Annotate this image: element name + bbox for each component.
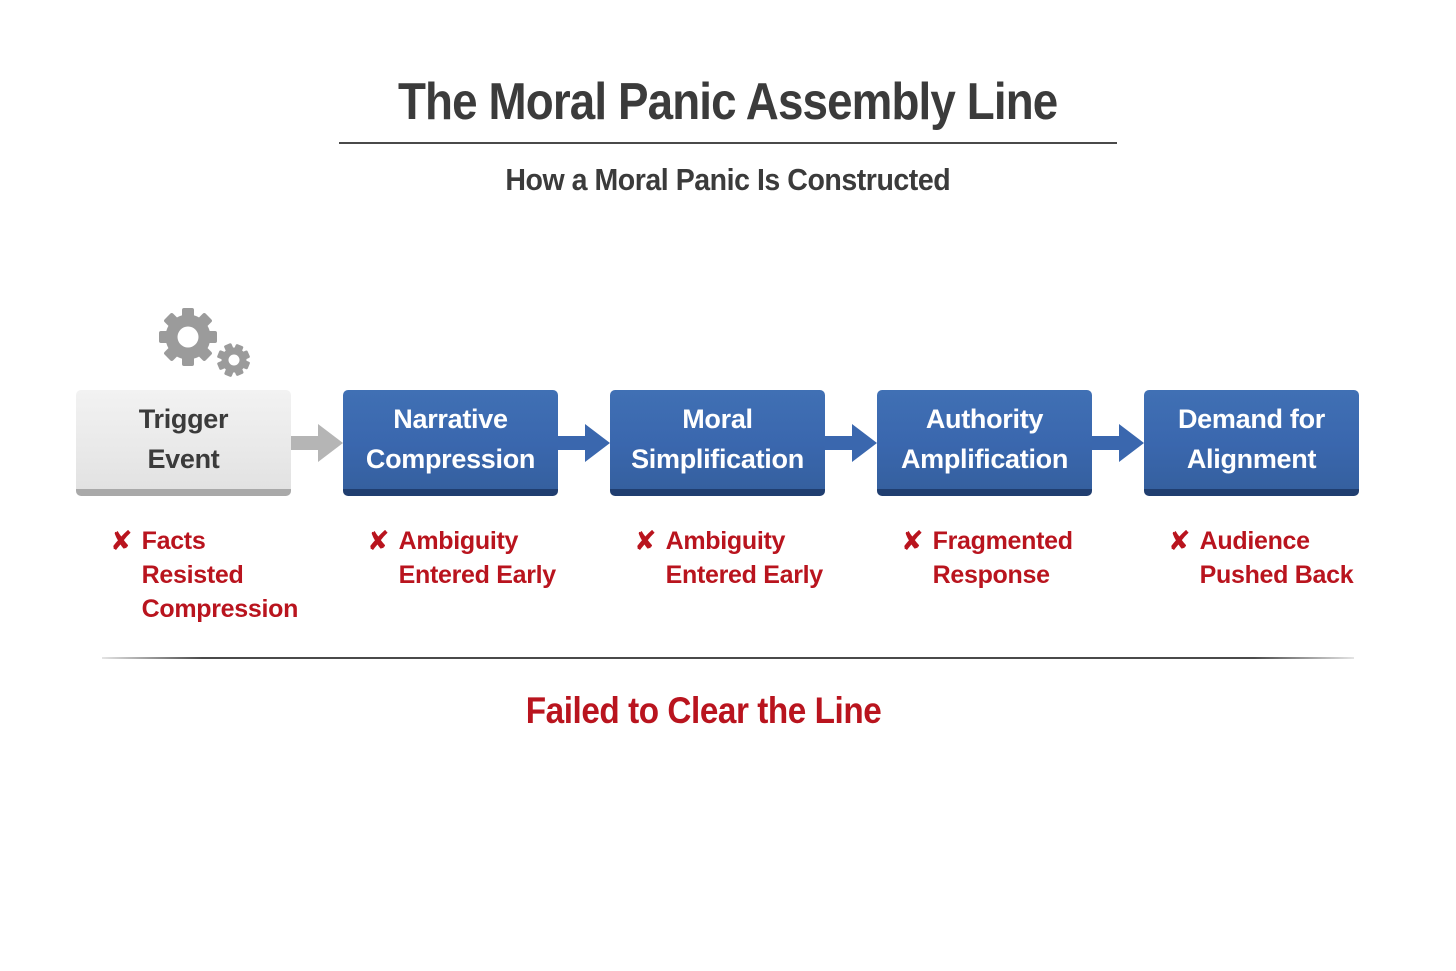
right-arrow-icon — [1092, 421, 1144, 465]
stage-label-line: Simplification — [631, 443, 804, 474]
note-text: Ambiguity Entered Early — [398, 525, 557, 593]
stage-note: ✘ Fragmented Response — [877, 525, 1092, 593]
note-text: Ambiguity Entered Early — [665, 525, 824, 593]
stage-label: Narrative Compression — [365, 400, 536, 478]
stage-label-line: Alignment — [1186, 443, 1317, 474]
note-line: Fragmented — [932, 527, 1073, 555]
note-line: Entered Early — [665, 560, 824, 589]
assembly-line: Trigger Event ✘ Facts Resisted Compressi… — [76, 390, 1361, 626]
stage-note: ✘ Facts Resisted Compression — [76, 525, 298, 626]
stage-box-authority-amplification: Authority Amplification — [877, 390, 1092, 496]
stage-note: ✘ Ambiguity Entered Early — [610, 525, 825, 593]
stage-box-trigger-event: Trigger Event — [76, 390, 291, 496]
diagram-header: The Moral Panic Assembly Line How a Mora… — [0, 72, 1456, 198]
stage-narrative-compression: Narrative Compression ✘ Ambiguity Entere… — [343, 390, 558, 593]
note-line: Ambiguity — [665, 527, 786, 555]
stage-label-line: Authority — [925, 404, 1044, 435]
stage-note: ✘ Ambiguity Entered Early — [343, 525, 558, 593]
right-arrow-icon — [558, 421, 610, 465]
note-text: Fragmented Response — [933, 525, 1073, 593]
note-text: Audience Pushed Back — [1200, 525, 1354, 593]
gear-icon — [148, 300, 260, 384]
stage-label-line: Amplification — [900, 443, 1069, 474]
note-line: Audience — [1199, 527, 1310, 555]
stage-authority-amplification: Authority Amplification ✘ Fragmented Res… — [877, 390, 1092, 593]
failed-label: Failed to Clear the Line — [526, 690, 882, 731]
note-line: Compression — [141, 594, 299, 623]
cross-icon: ✘ — [901, 526, 924, 556]
note-line: Facts Resisted — [141, 527, 244, 589]
stage-label: Moral Simplification — [631, 400, 804, 478]
stage-label-line: Demand for — [1177, 404, 1326, 435]
stage-label: Demand for Alignment — [1178, 400, 1325, 478]
title-divider — [339, 142, 1117, 144]
page-title: The Moral Panic Assembly Line — [398, 73, 1058, 131]
stage-moral-simplification: Moral Simplification ✘ Ambiguity Entered… — [610, 390, 825, 593]
stage-trigger-event: Trigger Event ✘ Facts Resisted Compressi… — [76, 390, 298, 626]
stage-box-moral-simplification: Moral Simplification — [610, 390, 825, 496]
right-arrow-icon — [291, 421, 343, 465]
right-arrow-icon — [825, 421, 877, 465]
stage-label-line: Trigger — [138, 404, 229, 435]
note-line: Response — [932, 560, 1050, 589]
note-text: Facts Resisted Compression — [141, 525, 299, 626]
bottom-divider — [102, 657, 1354, 659]
cross-icon: ✘ — [110, 526, 133, 556]
stage-label: Authority Amplification — [901, 400, 1068, 478]
footer: Failed to Clear the Line — [0, 690, 1408, 732]
stage-label: Trigger Event — [138, 400, 229, 478]
note-line: Entered Early — [398, 560, 557, 589]
stage-box-narrative-compression: Narrative Compression — [343, 390, 558, 496]
page-subtitle: How a Moral Panic Is Constructed — [505, 162, 951, 197]
stage-box-demand-for-alignment: Demand for Alignment — [1144, 390, 1359, 496]
stage-note: ✘ Audience Pushed Back — [1144, 525, 1359, 593]
stage-label-line: Compression — [365, 443, 536, 474]
stage-label-line: Event — [147, 443, 220, 474]
cross-icon: ✘ — [1168, 526, 1191, 556]
stage-label-line: Narrative — [393, 404, 508, 435]
cross-icon: ✘ — [634, 526, 657, 556]
cross-icon: ✘ — [367, 526, 390, 556]
note-line: Pushed Back — [1199, 560, 1354, 589]
note-line: Ambiguity — [398, 527, 519, 555]
stage-label-line: Moral — [682, 404, 753, 435]
stage-demand-for-alignment: Demand for Alignment ✘ Audience Pushed B… — [1144, 390, 1359, 593]
